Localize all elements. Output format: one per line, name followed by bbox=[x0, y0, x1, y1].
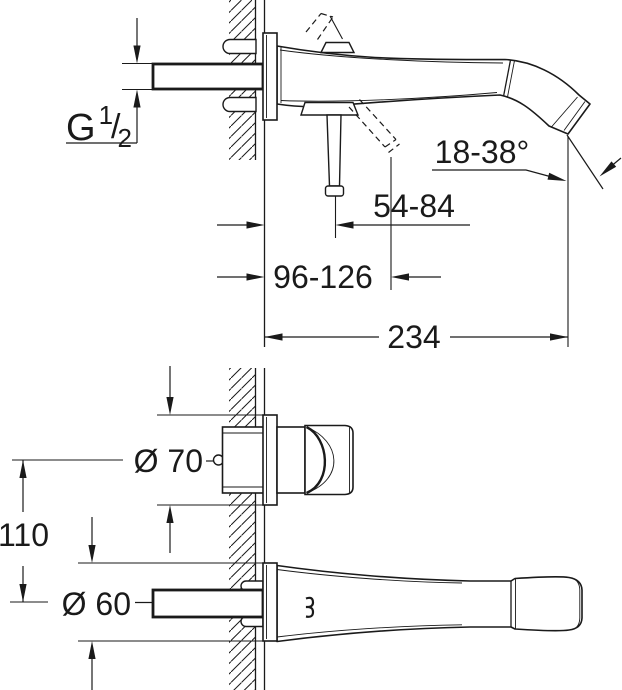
lever-alt-position-up bbox=[305, 12, 343, 40]
lever-offset-label: 54-84 bbox=[373, 188, 455, 224]
stream-angle-line bbox=[566, 134, 604, 190]
dimension-spout-diameter: Ø 60 bbox=[62, 517, 263, 690]
knob-stem bbox=[276, 426, 306, 494]
handle-escutcheon bbox=[262, 414, 278, 506]
spout-seam bbox=[502, 59, 512, 97]
knob-curve-inner bbox=[306, 426, 335, 494]
valve-body bbox=[221, 426, 266, 494]
spout-tip-detail bbox=[571, 577, 581, 630]
spout-diameter-label: Ø 60 bbox=[62, 586, 131, 622]
spout-escutcheon bbox=[262, 32, 278, 121]
spout-escutcheon bbox=[262, 562, 278, 642]
dimension-lever-offset: 54-84 bbox=[217, 188, 470, 229]
supply-pipe bbox=[151, 62, 265, 91]
knob-curve bbox=[305, 425, 327, 495]
brand-logo-mark bbox=[305, 596, 315, 618]
spout-reach-label: 234 bbox=[387, 319, 440, 355]
handle-diameter-label: Ø 70 bbox=[134, 443, 203, 479]
dimension-spray-angle: 18-38° bbox=[432, 134, 622, 190]
handle-boss-bottom bbox=[300, 101, 360, 116]
dimension-handle-diameter: Ø 70 bbox=[134, 366, 263, 553]
spout-contour-line bbox=[276, 569, 463, 584]
knob-handle bbox=[304, 424, 354, 496]
wall-hatch bbox=[229, 368, 255, 690]
spout-contour-line bbox=[279, 49, 504, 64]
spout-body-plan bbox=[276, 564, 583, 643]
handle-offset-label: 96-126 bbox=[273, 259, 373, 295]
supply-pipe bbox=[151, 588, 265, 619]
dimension-vertical-distance: 110 bbox=[0, 459, 123, 603]
lever-alt-position-open bbox=[348, 99, 400, 153]
aerator-joint-line bbox=[550, 96, 578, 128]
spout-contour-line bbox=[276, 624, 463, 638]
spout-contour-line bbox=[280, 92, 498, 102]
mounting-lug bbox=[222, 96, 257, 113]
dimension-spout-reach: 234 bbox=[264, 319, 568, 355]
lower-view: Ø 70 110 Ø 60 bbox=[0, 366, 583, 690]
handle-boss-top bbox=[319, 41, 356, 54]
mounting-lug bbox=[222, 38, 257, 55]
spray-angle-label: 18-38° bbox=[435, 134, 530, 170]
vertical-distance-label: 110 bbox=[0, 517, 49, 553]
lever-handle-cap bbox=[324, 185, 345, 197]
spout-seam bbox=[507, 60, 515, 98]
spout-body bbox=[276, 45, 591, 135]
aerator-face-line bbox=[563, 101, 586, 131]
dimension-handle-offset: 96-126 bbox=[217, 259, 441, 295]
lever-handle bbox=[326, 114, 342, 187]
